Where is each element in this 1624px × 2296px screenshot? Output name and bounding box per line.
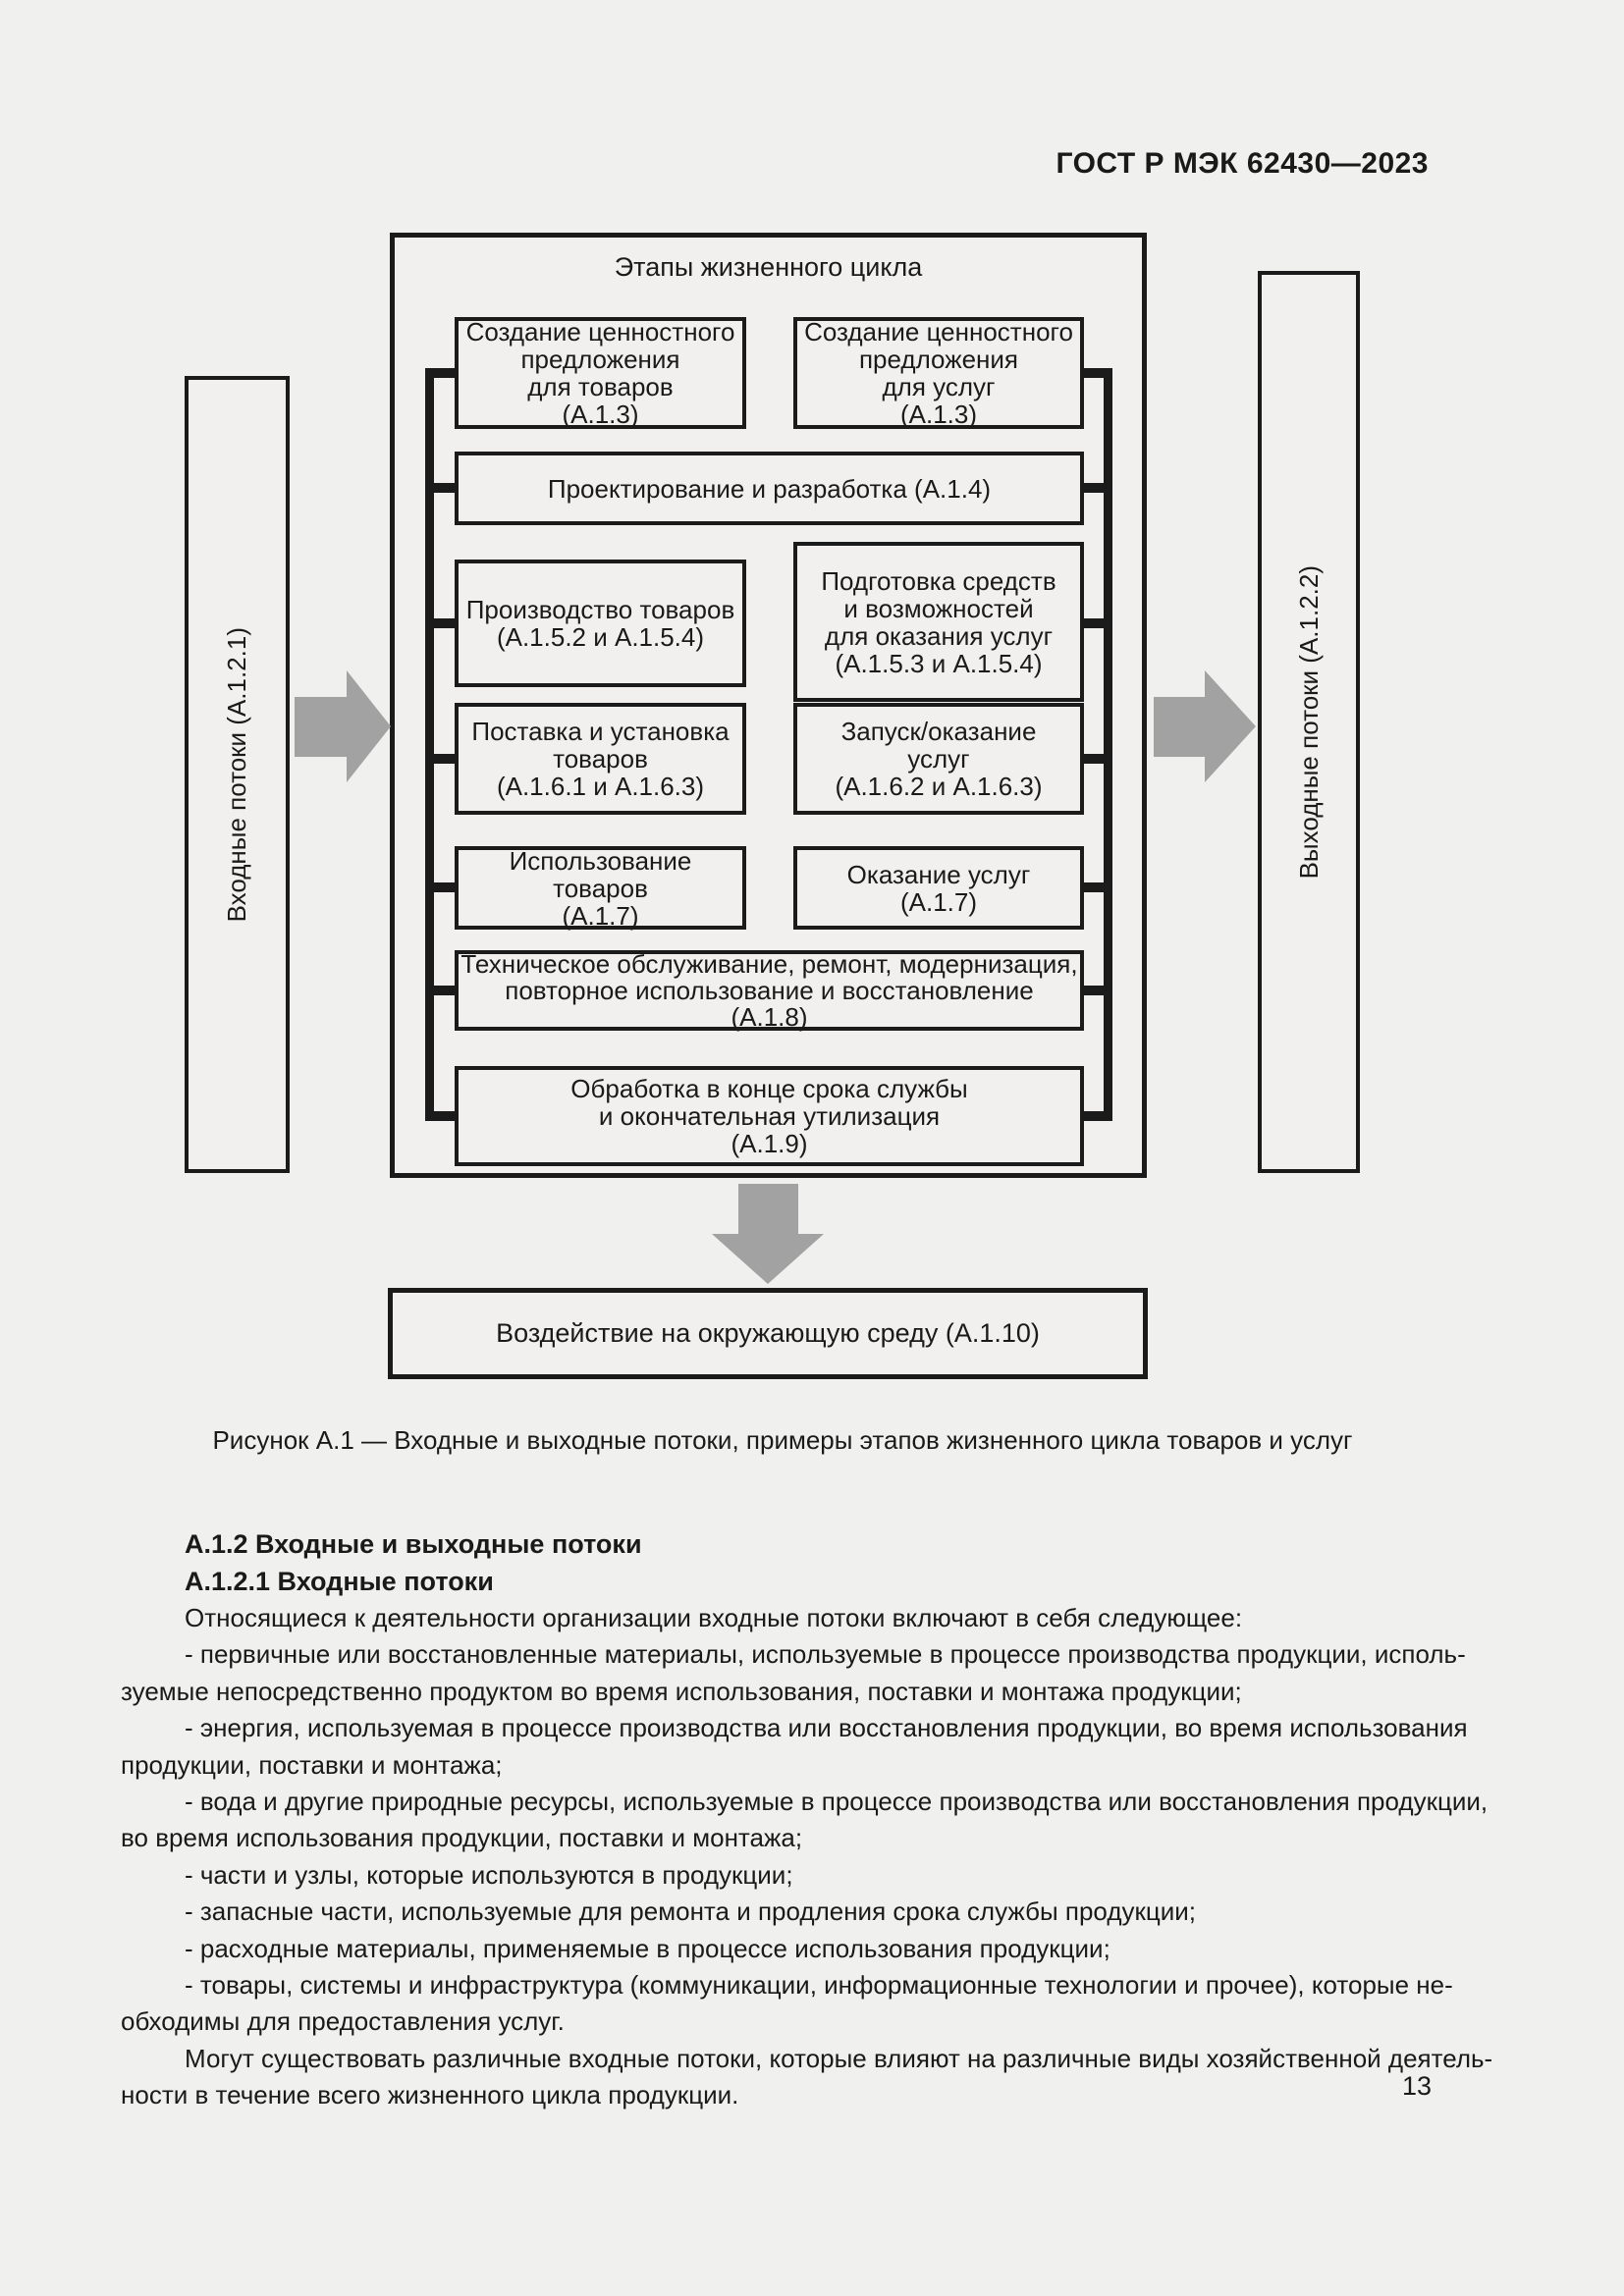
stage-value-proposition-services: Создание ценностного предложения для усл… — [793, 317, 1084, 429]
body-text-line: продукции, поставки и монтажа; — [121, 1749, 503, 1780]
page-number: 13 — [1402, 2071, 1433, 2101]
connector-stub — [1080, 986, 1112, 995]
input-arrow-icon — [295, 697, 347, 757]
body-text-line: зуемые непосредственно продуктом во врем… — [121, 1676, 1242, 1706]
body-text-line: Могут существовать различные входные пот… — [185, 2043, 1493, 2073]
stage-goods-use: Использование товаров (А.1.7) — [455, 846, 746, 930]
connector-stub — [1080, 618, 1112, 628]
input-flows-label: Входные потоки (А.1.2.1) — [222, 626, 251, 923]
stage-service-preparation: Подготовка средств и возможностей для ок… — [793, 542, 1084, 702]
body-text-line: - расходные материалы, применяемые в про… — [185, 1933, 1110, 1963]
connector-stub — [1080, 882, 1112, 892]
section-body: Относящиеся к деятельности организации в… — [121, 1603, 1505, 2116]
body-text-line: - товары, системы и инфраструктура (комм… — [185, 1969, 1453, 2000]
lifecycle-stages-title: Этапы жизненного цикла — [614, 252, 923, 282]
body-text-line: Относящиеся к деятельности организации в… — [185, 1603, 1243, 1632]
input-flows-box: Входные потоки (А.1.2.1) — [185, 376, 290, 1173]
connector-stub — [425, 618, 459, 628]
stage-service-launch: Запуск/оказание услуг (А.1.6.2 и А.1.6.3… — [793, 703, 1084, 815]
stage-goods-production: Производство товаров (А.1.5.2 и А.1.5.4) — [455, 560, 746, 687]
output-arrow-icon — [1154, 697, 1205, 757]
body-text-line: - запасные части, используемые для ремон… — [185, 1896, 1197, 1927]
body-text-line: - вода и другие природные ресурсы, испол… — [185, 1786, 1489, 1816]
figure-caption: Рисунок А.1 — Входные и выходные потоки,… — [212, 1425, 1353, 1455]
connector-stub — [1080, 483, 1112, 493]
connector-stub — [425, 882, 459, 892]
connector-stub — [1080, 754, 1112, 764]
body-text-line: - части и узлы, которые используются в п… — [185, 1859, 793, 1890]
section-heading-a12: А.1.2 Входные и выходные потоки — [185, 1529, 642, 1559]
connector-stub — [425, 483, 459, 493]
stage-value-proposition-goods: Создание ценностного предложения для тов… — [455, 317, 746, 429]
output-arrow-icon — [1205, 670, 1256, 782]
body-text-line: ности в течение всего жизненного цикла п… — [121, 2080, 739, 2110]
connector-stub — [425, 368, 459, 378]
connector-stub — [425, 754, 459, 764]
environment-arrow-icon — [738, 1184, 798, 1234]
output-flows-box: Выходные потоки (А.1.2.2) — [1258, 271, 1360, 1173]
connector-stub — [425, 1111, 459, 1121]
stage-end-of-life: Обработка в конце срока службы и окончат… — [455, 1066, 1084, 1166]
output-flows-label: Выходные потоки (А.1.2.2) — [1293, 564, 1324, 880]
page-header-standard-number: ГОСТ Р МЭК 62430—2023 — [1056, 147, 1429, 180]
right-connector-spine — [1104, 368, 1112, 1121]
body-text-line: - энергия, используемая в процессе произ… — [185, 1713, 1468, 1743]
stage-service-provision: Оказание услуг (А.1.7) — [793, 846, 1084, 930]
input-arrow-icon — [347, 670, 391, 782]
body-text-line: - первичные или восстановленные материал… — [185, 1639, 1466, 1670]
environment-impact-box: Воздействие на окружающую среду (А.1.10) — [388, 1288, 1148, 1379]
connector-stub — [425, 986, 459, 995]
body-text-line: во время использования продукции, постав… — [121, 1823, 803, 1853]
stage-goods-delivery-installation: Поставка и установка товаров (А.1.6.1 и … — [455, 703, 746, 815]
section-heading-a121: А.1.2.1 Входные потоки — [185, 1567, 494, 1596]
stage-maintenance-repair: Техническое обслуживание, ремонт, модерн… — [455, 950, 1084, 1031]
left-connector-spine — [425, 368, 434, 1121]
connector-stub — [1080, 1111, 1112, 1121]
connector-stub — [1080, 368, 1112, 378]
environment-arrow-icon — [712, 1234, 824, 1284]
body-text-line: обходимы для предоставления услуг. — [121, 2006, 565, 2037]
stage-design-development: Проектирование и разработка (А.1.4) — [455, 452, 1084, 525]
